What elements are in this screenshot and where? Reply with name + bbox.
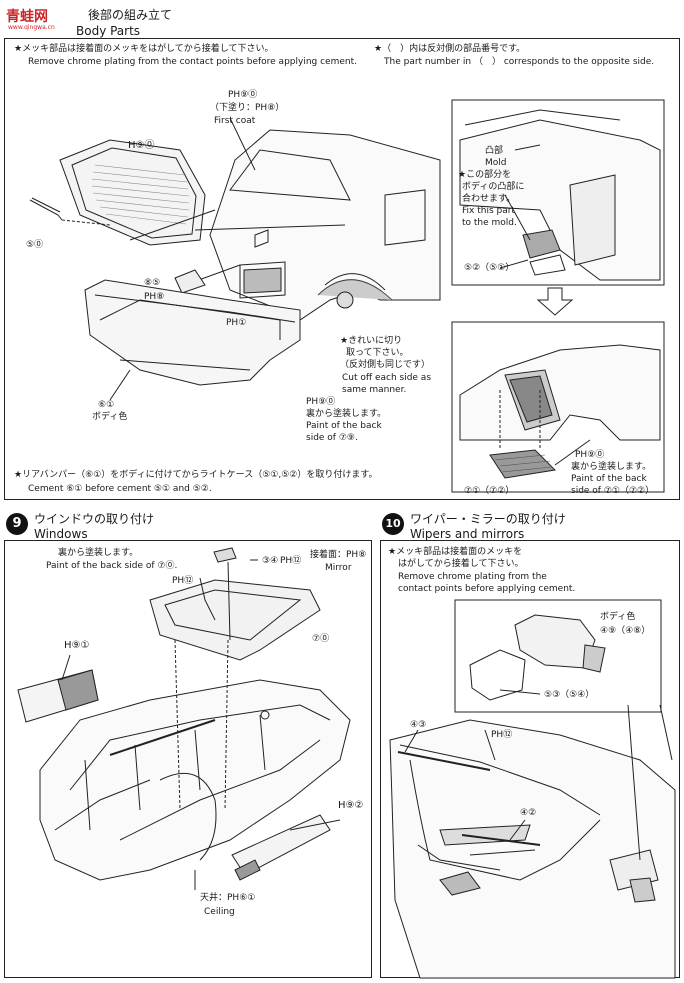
step8-part52-label: ⑤②（⑤①） <box>464 263 515 273</box>
step8-back2-en2: side of ⑦①（⑦②） <box>571 486 655 496</box>
step8-panel <box>4 38 680 500</box>
step8-part61-label: ⑥① <box>98 400 115 410</box>
step9-back-jp: 裏から塗装します。 <box>58 548 139 558</box>
step9-mirror-label: Mirror <box>325 563 352 573</box>
step8-fix-jp1: ★この部分を <box>458 170 512 180</box>
step9-ph12b-label: PH⑫ <box>172 576 194 586</box>
step8-ph8-label: PH⑧ <box>144 292 165 302</box>
step10-part42-label: ④② <box>520 808 537 818</box>
step8-ph90-label: PH⑨⓪ <box>228 90 258 100</box>
step10-title-jp: ワイパー・ミラーの取り付け <box>410 512 566 526</box>
step9-ph12-label: PH⑫ <box>280 556 302 566</box>
step8-first-coat-label: First coat <box>214 116 256 126</box>
step9-title-jp: ウインドウの取り付け <box>34 512 155 526</box>
step8-mold-jp: 凸部 <box>485 146 504 156</box>
step8-h90-label: H⑨⓪ <box>128 140 155 151</box>
step10-part43-label: ④③ <box>410 720 427 730</box>
step8-note-jp-right: ★（ ）内は反対側の部品番号です。 <box>374 44 526 54</box>
step9-number-badge: 9 <box>6 513 28 535</box>
step8-bumper-note-en: Cement ⑥① before cement ⑤① and ⑤②. <box>28 484 212 494</box>
step9-h91-label: H⑨① <box>64 640 90 651</box>
step8-cut-jp3: （反対側も同じです） <box>340 360 431 370</box>
step8-cut-jp1: ★きれいに切り <box>340 336 403 346</box>
step8-note-jp-left: ★メッキ部品は接着面のメッキをはがしてから接着して下さい。 <box>14 44 274 54</box>
step10-part49-label: ④⑨（④⑧） <box>600 626 651 636</box>
step8-fix-en1: Fix this part <box>462 206 515 216</box>
step8-part50-label: ⑤⓪ <box>26 240 44 250</box>
step8-cut-en1: Cut off each side as <box>342 373 432 383</box>
step8-part71-label: ⑦①（⑦②） <box>464 486 515 496</box>
step10-part53-label: ⑤③（⑤④） <box>544 690 595 700</box>
step10-note-jp2: はがしてから接着して下さい。 <box>398 559 524 569</box>
step8-ph90c-label: PH⑨⓪ <box>575 450 605 460</box>
step9-back-en: Paint of the back side of ⑦⓪. <box>46 561 178 571</box>
step8-title-jp: 後部の組み立て <box>88 8 173 22</box>
site-watermark-logo: 青蛙网 <box>6 9 48 25</box>
step8-back-en1: Paint of the back <box>306 421 382 431</box>
step10-number-badge: 10 <box>382 513 404 535</box>
step8-fix-jp3: 合わせます。 <box>462 194 516 204</box>
step8-ph1-label: PH① <box>226 318 247 328</box>
step8-mold-en: Mold <box>485 158 507 168</box>
step8-cut-en2: same manner. <box>342 385 407 395</box>
step9-part70-label: ⑦⓪ <box>312 634 330 644</box>
step9-panel <box>4 540 372 978</box>
step8-undercoat-label: （下塗り：PH⑧） <box>210 103 285 113</box>
step10-note-en1: Remove chrome plating from the <box>398 572 547 582</box>
step10-note-jp1: ★メッキ部品は接着面のメッキを <box>388 547 523 557</box>
step10-note-en2: contact points before applying cement. <box>398 584 576 594</box>
step9-h92-label: H⑨② <box>338 800 364 811</box>
step8-back2-en1: Paint of the back <box>571 474 647 484</box>
step9-ceiling-en: Ceiling <box>204 907 235 917</box>
step8-bumper-note-jp: ★リアバンパー（⑥①）をボディに付けてからライトケース（⑤①,⑤②）を取り付けま… <box>14 470 378 480</box>
site-watermark-url: www.qingwa.cn <box>8 24 55 31</box>
step8-body-color-label: ボディ色 <box>92 412 128 422</box>
step8-ph90b-label: PH⑨⓪ <box>306 397 336 407</box>
step9-adhesive-label: 接着面：PH⑧ <box>310 550 367 560</box>
step8-fix-en2: to the mold. <box>462 218 517 228</box>
step8-back2-jp: 裏から塗装します。 <box>571 462 652 472</box>
step8-title-en: Body Parts <box>76 24 141 38</box>
step9-title-en: Windows <box>34 527 88 541</box>
step8-note-en-right: The part number in （ ） corresponds to th… <box>384 57 655 67</box>
step8-fix-jp2: ボディの凸部に <box>462 182 525 192</box>
step8-back-en2: side of ⑦⑨. <box>306 433 358 443</box>
step8-cut-jp2: 取って下さい。 <box>346 348 409 358</box>
step10-ph12-label: PH⑫ <box>491 730 513 740</box>
step8-note-en-left: Remove chrome plating from the contact p… <box>28 57 357 67</box>
step8-part85-label: ⑧⑤ <box>144 278 161 288</box>
step10-title-en: Wipers and mirrors <box>410 527 525 541</box>
step8-back-jp: 裏から塗装します。 <box>306 409 387 419</box>
step10-body-color-label: ボディ色 <box>600 612 636 622</box>
step9-ceiling-jp: 天井：PH⑥① <box>200 893 256 903</box>
step9-part34-label: ③④ <box>262 556 279 566</box>
